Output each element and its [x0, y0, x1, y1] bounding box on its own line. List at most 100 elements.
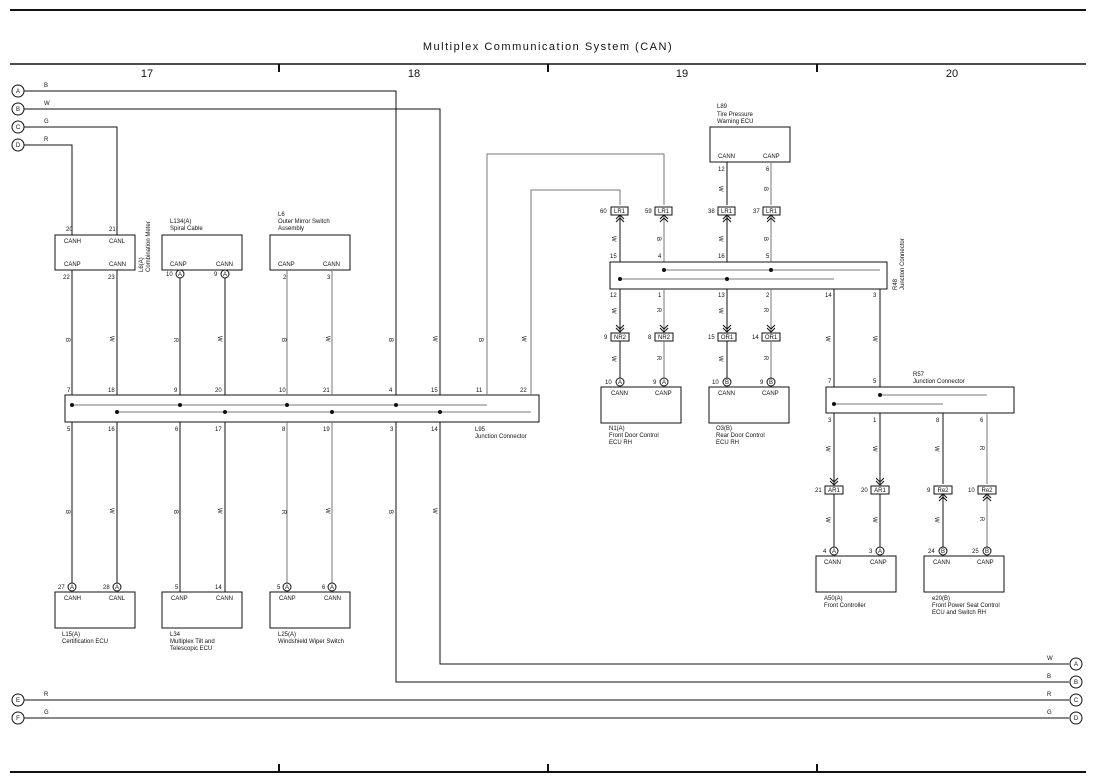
svg-text:W: W: [824, 336, 830, 342]
svg-text:B: B: [280, 338, 286, 342]
svg-text:2: 2: [283, 275, 287, 281]
svg-text:A: A: [330, 585, 334, 591]
svg-text:15: 15: [610, 254, 617, 260]
front-door-control-ecu: A A 10 9 CANN CANP N1(A) Front Door Cont…: [600, 377, 682, 446]
svg-text:W: W: [824, 517, 830, 523]
svg-text:4: 4: [389, 388, 393, 394]
svg-text:Combination Meter: Combination Meter: [146, 221, 152, 272]
svg-text:10: 10: [712, 380, 719, 386]
svg-text:5: 5: [67, 427, 71, 433]
svg-text:Front Door Control: Front Door Control: [609, 433, 659, 439]
svg-text:B: B: [725, 380, 729, 386]
svg-text:20: 20: [215, 388, 222, 394]
svg-text:ECU RH: ECU RH: [609, 440, 632, 446]
svg-text:9: 9: [174, 388, 178, 394]
svg-text:Spiral Cable: Spiral Cable: [170, 226, 203, 232]
junction-nr2: NR2 9 NR2 8: [604, 332, 674, 342]
svg-text:R: R: [44, 137, 49, 143]
svg-text:R: R: [978, 446, 984, 451]
svg-text:B: B: [477, 338, 483, 342]
svg-text:6: 6: [980, 418, 984, 424]
svg-text:R: R: [655, 356, 661, 361]
svg-text:AR1: AR1: [828, 488, 840, 494]
svg-text:R: R: [978, 517, 984, 522]
svg-text:4: 4: [823, 549, 827, 555]
svg-text:6: 6: [175, 427, 179, 433]
svg-text:CANP: CANP: [278, 262, 295, 268]
svg-text:CANP: CANP: [655, 391, 672, 397]
svg-text:CANP: CANP: [763, 154, 780, 160]
svg-text:23: 23: [108, 275, 115, 281]
svg-text:L134(A): L134(A): [170, 219, 191, 225]
svg-text:9: 9: [604, 335, 608, 341]
svg-text:Multiplex Tilt and: Multiplex Tilt and: [170, 639, 215, 645]
column-17: 17: [141, 68, 153, 80]
svg-text:27: 27: [58, 585, 65, 591]
svg-text:G: G: [1047, 710, 1052, 716]
svg-text:B: B: [985, 549, 989, 555]
svg-text:W: W: [324, 508, 330, 514]
junction-connector-r48: 15 4 16 5 12 1 13 2 14 3 R48 Junction Co…: [609, 238, 906, 299]
svg-text:16: 16: [108, 427, 115, 433]
svg-text:12: 12: [718, 167, 725, 173]
svg-text:W: W: [216, 508, 222, 514]
svg-text:W: W: [108, 508, 114, 514]
svg-text:L6: L6: [278, 212, 285, 218]
svg-text:W: W: [871, 517, 877, 523]
svg-text:LR1: LR1: [658, 209, 670, 215]
svg-text:5: 5: [175, 585, 179, 591]
svg-text:21: 21: [815, 488, 822, 494]
svg-text:28: 28: [103, 585, 110, 591]
svg-text:22: 22: [520, 388, 527, 394]
wire-color-labels-lower: B W B W R W B W: [64, 508, 437, 515]
svg-text:CANN: CANN: [718, 154, 735, 160]
svg-text:LR1: LR1: [766, 209, 778, 215]
svg-text:CANH: CANH: [64, 596, 81, 602]
svg-text:Junction Connector: Junction Connector: [900, 238, 906, 290]
svg-text:10: 10: [968, 488, 975, 494]
svg-text:CANL: CANL: [109, 596, 126, 602]
svg-text:B: B: [762, 187, 768, 191]
svg-text:16: 16: [718, 254, 725, 260]
svg-text:LR1: LR1: [614, 209, 626, 215]
svg-text:Rear Door Control: Rear Door Control: [716, 433, 765, 439]
svg-text:E: E: [16, 698, 20, 704]
svg-text:10: 10: [279, 388, 286, 394]
svg-text:R: R: [655, 308, 661, 313]
svg-text:Front Controller: Front Controller: [824, 603, 866, 609]
svg-text:C: C: [16, 125, 21, 131]
svg-text:8: 8: [936, 418, 940, 424]
svg-text:5: 5: [873, 379, 877, 385]
svg-text:Front Power Seat Control: Front Power Seat Control: [932, 603, 1000, 609]
svg-text:Windshield Wiper Switch: Windshield Wiper Switch: [278, 639, 344, 645]
column-18: 18: [408, 68, 420, 80]
svg-text:W: W: [216, 336, 222, 342]
svg-text:9: 9: [653, 380, 657, 386]
svg-text:B: B: [387, 510, 393, 514]
svg-text:CANN: CANN: [933, 560, 950, 566]
svg-text:37: 37: [753, 209, 760, 215]
svg-text:W: W: [108, 336, 114, 342]
svg-text:CANP: CANP: [279, 596, 296, 602]
svg-text:NR2: NR2: [614, 335, 627, 341]
svg-text:3: 3: [873, 293, 877, 299]
svg-text:OR1: OR1: [721, 335, 734, 341]
svg-text:21: 21: [109, 227, 116, 233]
svg-text:B: B: [769, 380, 773, 386]
svg-text:CANL: CANL: [109, 239, 126, 245]
svg-text:5: 5: [277, 585, 281, 591]
svg-text:Telescopic ECU: Telescopic ECU: [170, 646, 212, 652]
svg-text:CANP: CANP: [870, 560, 887, 566]
svg-text:2: 2: [766, 293, 770, 299]
wire-color-labels-upper: B W R W B W B W B W: [64, 336, 526, 343]
junction-connector-l95: 7 18 9 20 10 21 4 15 11 22 5 16 6 17 8 1…: [64, 388, 540, 440]
svg-text:CANP: CANP: [171, 596, 188, 602]
svg-text:A: A: [16, 89, 20, 95]
junction-ar1: AR1 21 AR1 20: [815, 485, 890, 495]
svg-text:R: R: [762, 308, 768, 313]
svg-text:W: W: [717, 308, 723, 314]
svg-text:CANN: CANN: [323, 262, 340, 268]
junction-re2: Re2 9 Re2 10: [927, 485, 997, 495]
svg-text:Junction Connector: Junction Connector: [475, 434, 527, 440]
svg-text:8: 8: [282, 427, 286, 433]
